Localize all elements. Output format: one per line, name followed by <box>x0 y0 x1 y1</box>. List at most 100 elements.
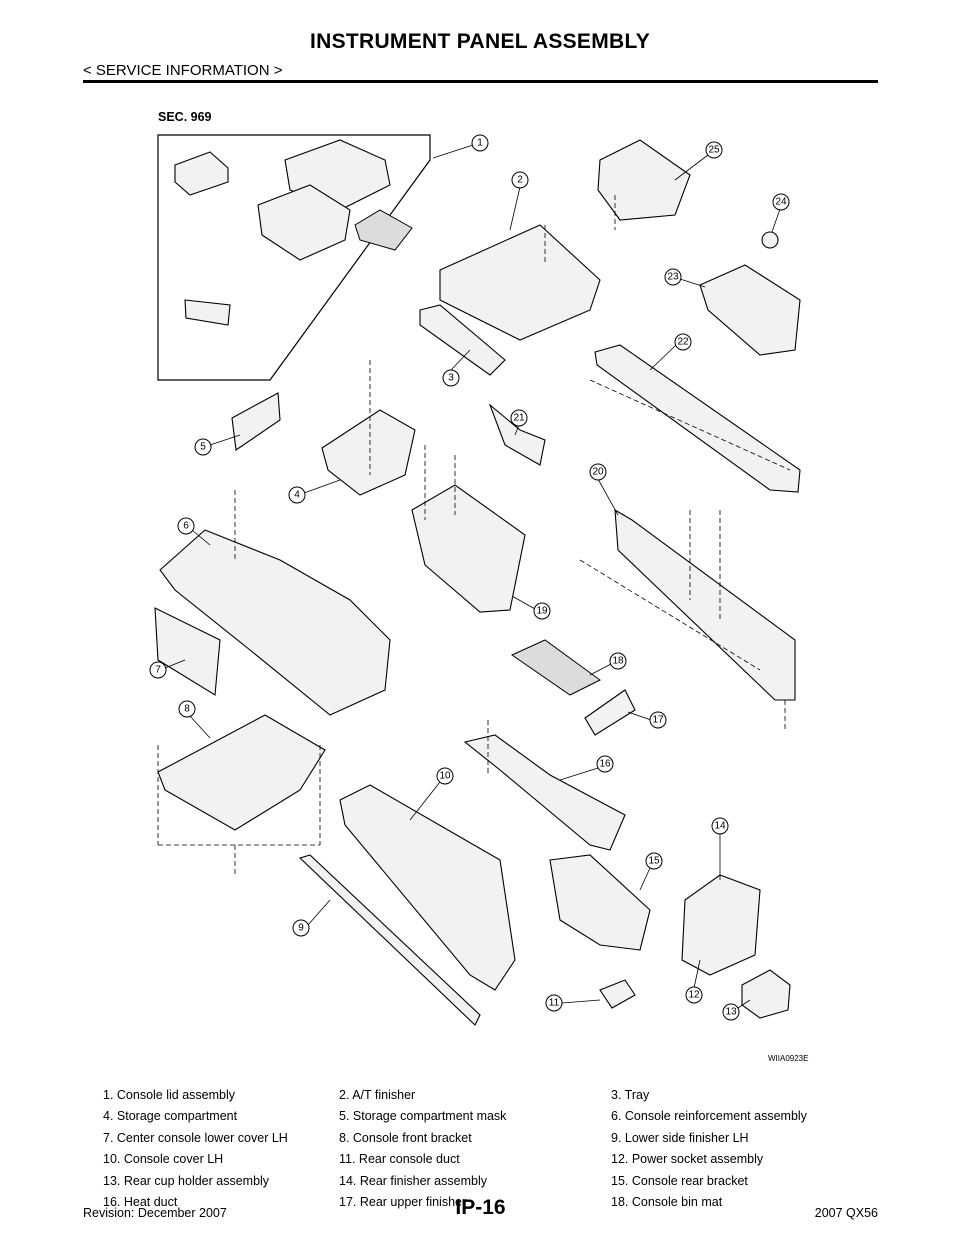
legend-item: 9. Lower side finisher LH <box>611 1130 749 1145</box>
cup-holder-rear <box>741 969 791 1019</box>
reinforcement <box>159 529 391 716</box>
lid-base <box>257 184 351 261</box>
svg-text:10: 10 <box>439 771 451 782</box>
lid-hinge <box>174 151 229 196</box>
callout-24: 24 <box>771 193 790 233</box>
at-indicator <box>699 264 801 356</box>
legend-item: 14. Rear finisher assembly <box>339 1173 487 1188</box>
bracket-21 <box>488 403 546 466</box>
callout-5: 5 <box>194 434 241 456</box>
page-title: INSTRUMENT PANEL ASSEMBLY <box>309 30 651 53</box>
legend-item: 4. Storage compartment <box>103 1109 238 1124</box>
legend-item: 7. Center console lower cover LH <box>103 1130 288 1145</box>
front-bracket <box>157 714 326 831</box>
legend-item: 18. Console bin mat <box>611 1195 723 1210</box>
upper-finisher-lh <box>614 508 796 701</box>
svg-text:4: 4 <box>294 490 300 501</box>
callout-13: 13 <box>722 999 751 1021</box>
heat-duct <box>463 734 626 851</box>
page-number: IP-16 <box>455 1196 506 1219</box>
svg-text:9: 9 <box>298 923 304 934</box>
callout-1: 1 <box>432 134 489 159</box>
svg-text:3: 3 <box>448 373 454 384</box>
legend-row: 10. Console cover LH 11. Rear console du… <box>103 1149 863 1171</box>
legend-item: 11. Rear console duct <box>339 1152 460 1167</box>
callout-16: 16 <box>559 755 614 781</box>
svg-text:22: 22 <box>677 337 689 348</box>
legend-item: 17. Rear upper finisher <box>339 1195 467 1210</box>
callout-19: 19 <box>511 595 551 620</box>
upper-finisher-rh <box>594 344 801 493</box>
revision-date: Revision: December 2007 <box>83 1206 227 1220</box>
svg-text:24: 24 <box>775 197 787 208</box>
legend-item: 5. Storage compartment mask <box>339 1109 507 1124</box>
bin-mat <box>510 639 601 696</box>
rear-bracket <box>549 854 651 951</box>
rear-finisher <box>681 874 761 976</box>
svg-text:15: 15 <box>648 856 660 867</box>
svg-text:14: 14 <box>714 821 726 832</box>
svg-text:5: 5 <box>200 442 206 453</box>
svg-text:11: 11 <box>549 998 560 1009</box>
lower-cover-lh <box>154 607 221 696</box>
callout-21: 21 <box>510 409 528 436</box>
figure-code: WIIA0923E <box>768 1054 809 1063</box>
callout-8: 8 <box>178 700 211 739</box>
callout-17: 17 <box>627 711 667 729</box>
legend-item: 15. Console rear bracket <box>611 1173 748 1188</box>
legend-row: 1. Console lid assembly 2. A/T finisher … <box>103 1084 863 1106</box>
lid-latch <box>184 299 231 326</box>
storage-mask <box>231 392 281 451</box>
legend-item: 16. Heat duct <box>103 1195 178 1210</box>
tray <box>419 304 506 376</box>
rear-duct <box>599 979 636 1009</box>
callout-12: 12 <box>685 959 703 1004</box>
callout-10: 10 <box>409 767 454 821</box>
assembly-line <box>589 379 791 471</box>
legend-item: 3. Tray <box>611 1087 650 1102</box>
callout-9: 9 <box>292 899 331 937</box>
svg-text:6: 6 <box>183 521 189 532</box>
svg-text:13: 13 <box>725 1007 737 1018</box>
legend-row: 13. Rear cup holder assembly 14. Rear fi… <box>103 1170 863 1192</box>
section-label: SEC. 969 <box>158 110 212 124</box>
svg-text:18: 18 <box>612 656 624 667</box>
svg-text:17: 17 <box>652 715 664 726</box>
legend-item: 8. Console front bracket <box>339 1130 472 1145</box>
legend-item: 1. Console lid assembly <box>103 1087 236 1102</box>
parts-legend: 1. Console lid assembly 2. A/T finisher … <box>103 1084 863 1213</box>
callout-15: 15 <box>639 852 663 891</box>
svg-text:20: 20 <box>592 467 604 478</box>
svg-text:7: 7 <box>155 665 161 676</box>
diagram-drawing: 1 2 3 4 5 6 7 8 9 10 11 12 13 14 15 16 1… <box>149 134 801 1026</box>
callout-25: 25 <box>674 141 723 181</box>
plug-cap <box>761 231 779 249</box>
svg-text:23: 23 <box>667 272 679 283</box>
callout-22: 22 <box>649 333 692 371</box>
legend-item: 10. Console cover LH <box>103 1152 224 1167</box>
cup-holder-front <box>597 139 691 221</box>
page-subtitle: < SERVICE INFORMATION > <box>83 62 283 79</box>
callout-2: 2 <box>509 171 529 231</box>
storage-compartment <box>321 409 416 496</box>
callout-14: 14 <box>711 817 729 880</box>
legend-row: 7. Center console lower cover LH 8. Cons… <box>103 1127 863 1149</box>
console-cover-lh <box>339 784 516 991</box>
legend-row: 16. Heat duct 17. Rear upper finisher 18… <box>103 1192 863 1214</box>
callout-6: 6 <box>177 517 211 546</box>
svg-text:2: 2 <box>517 175 523 186</box>
assembly-line <box>579 559 761 671</box>
legend-item: 6. Console reinforcement assembly <box>611 1109 807 1124</box>
lower-side-finisher <box>298 854 481 1026</box>
svg-text:16: 16 <box>599 759 611 770</box>
callout-7: 7 <box>149 659 186 679</box>
console-bin <box>411 484 526 613</box>
legend-row: 4. Storage compartment 5. Storage compar… <box>103 1106 863 1128</box>
callout-11: 11 <box>545 994 601 1012</box>
svg-text:19: 19 <box>536 606 548 617</box>
callout-3: 3 <box>442 349 471 387</box>
callout-18: 18 <box>589 652 627 676</box>
rear-upper-finisher <box>584 689 636 736</box>
svg-text:12: 12 <box>688 990 700 1001</box>
inset-frame <box>157 134 431 381</box>
